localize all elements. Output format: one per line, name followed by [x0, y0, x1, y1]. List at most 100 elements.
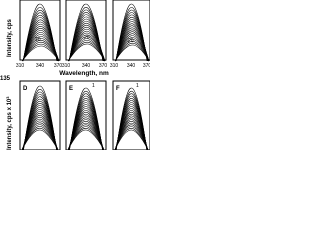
panel-frame [112, 0, 150, 61]
y-axis-label-exponent: 3 [5, 96, 10, 99]
spectrum-curve-15 [21, 116, 59, 150]
spectrum-curve-17 [21, 120, 59, 150]
curve-label-20: 20 [84, 35, 90, 41]
spectra-curves [22, 3, 60, 62]
spectra-curves [114, 87, 149, 150]
spectrum-curve-12 [68, 28, 106, 62]
y-tick-135: 135 [0, 76, 11, 82]
spectrum-curve-15 [115, 35, 150, 62]
spectrum-curve-20 [22, 45, 60, 62]
spectra-curves [68, 3, 106, 62]
spectrum-curve-16 [115, 37, 150, 62]
panel-frame [65, 0, 107, 61]
spectrum-curve-17 [68, 38, 106, 62]
spectrum-curve-17 [22, 40, 60, 62]
x-tick-310: 310 [16, 63, 25, 69]
spectrum-curve-2 [69, 90, 103, 150]
spectrum-curve-18 [21, 122, 59, 150]
x-tick-340: 340 [36, 63, 45, 69]
spectrum-curve-17 [67, 121, 105, 150]
panel-label-D: D [23, 86, 28, 92]
spectrum-curve-1 [23, 85, 57, 150]
spectrum-curve-20 [67, 126, 105, 150]
spectra-curves [67, 87, 105, 150]
y-axis-label-top: Intensity, cps [7, 18, 13, 57]
panel-D: D [19, 80, 61, 150]
curve-label-1: 1 [92, 83, 95, 89]
spectrum-curve-13 [68, 30, 106, 62]
x-tick-340: 340 [127, 63, 136, 69]
spectrum-curve-20 [114, 44, 150, 62]
panel-top-right: 20 310 340 370 [110, 0, 150, 69]
spectrum-curve-20 [114, 126, 149, 150]
x-axis-label: Wavelength, nm [59, 70, 109, 77]
panel-E: E 1 [65, 80, 107, 150]
panel-frame [19, 0, 61, 61]
x-tick-370: 370 [54, 63, 63, 69]
x-tick-340: 340 [82, 63, 91, 69]
spectrum-curve-18 [68, 40, 106, 62]
spectrum-curve-14 [115, 33, 150, 62]
spectrum-curve-15 [67, 117, 105, 150]
spectrum-curve-18 [115, 41, 150, 62]
spectrum-curve-18 [22, 41, 60, 62]
spectrum-curve-19 [22, 43, 60, 62]
curve-label-20: 20 [35, 37, 41, 43]
panel-label-E: E [69, 86, 73, 92]
spectrum-curve-22 [21, 129, 59, 150]
x-tick-310: 310 [62, 63, 71, 69]
curve-label-20: 20 [128, 38, 134, 44]
x-tick-370: 370 [99, 63, 108, 69]
spectra-curves [21, 85, 59, 150]
spectrum-curve-19 [21, 124, 59, 150]
spectrum-curve-13 [115, 31, 150, 62]
spectrum-curve-18 [114, 122, 149, 150]
spectrum-curve-16 [21, 118, 59, 150]
panel-F: F 1 [112, 80, 150, 150]
curve-label-1: 1 [136, 83, 139, 89]
spectra-curves [114, 3, 150, 62]
panel-label-F: F [116, 86, 120, 92]
spectrum-curve-21 [21, 127, 59, 150]
spectrum-curve-20 [21, 126, 59, 150]
spectra-figure: 20 310 340 370 20 310 340 370 20 310 340… [0, 0, 150, 150]
spectrum-curve-1 [22, 3, 58, 62]
spectrum-curve-20 [68, 43, 106, 62]
spectrum-curve-15 [22, 36, 60, 62]
spectrum-curve-19 [115, 42, 150, 62]
spectrum-curve-15 [114, 117, 149, 150]
panel-frame [19, 80, 61, 150]
spectrum-curve-14 [68, 32, 106, 62]
spectrum-curve-17 [115, 39, 150, 62]
y-axis-label-text: Intensity, cps x 10 [7, 98, 13, 150]
panel-top-middle: 20 310 340 370 [62, 0, 108, 69]
x-tick-370: 370 [143, 63, 150, 69]
spectrum-curve-19 [68, 41, 106, 62]
spectrum-curve-18 [67, 122, 105, 150]
panel-frame [112, 80, 150, 150]
panel-top-left: 20 310 340 370 [16, 0, 63, 69]
spectrum-curve-13 [22, 32, 60, 62]
spectrum-curve-22 [67, 129, 105, 150]
spectrum-curve-1 [116, 87, 147, 150]
spectrum-curve-22 [114, 129, 149, 150]
spectrum-curve-1 [69, 87, 103, 150]
spectrum-curve-1 [68, 3, 104, 62]
spectrum-curve-19 [114, 124, 149, 150]
spectrum-curve-16 [22, 38, 60, 62]
spectrum-curve-12 [115, 29, 150, 62]
spectrum-curve-15 [68, 34, 106, 62]
spectrum-curve-19 [67, 124, 105, 150]
spectrum-curve-11 [115, 27, 150, 62]
spectrum-curve-21 [67, 128, 105, 150]
x-tick-310: 310 [110, 63, 119, 69]
spectrum-curve-21 [114, 128, 149, 150]
panel-frame [65, 80, 107, 150]
spectrum-curve-17 [114, 121, 149, 150]
spectrum-curve-13 [22, 113, 58, 150]
spectrum-curve-16 [68, 36, 106, 62]
spectrum-curve-1 [115, 3, 148, 62]
y-axis-label-bottom: Intensity, cps x 103 [5, 96, 13, 150]
spectrum-curve-12 [22, 30, 60, 62]
spectrum-curve-2 [115, 90, 148, 150]
